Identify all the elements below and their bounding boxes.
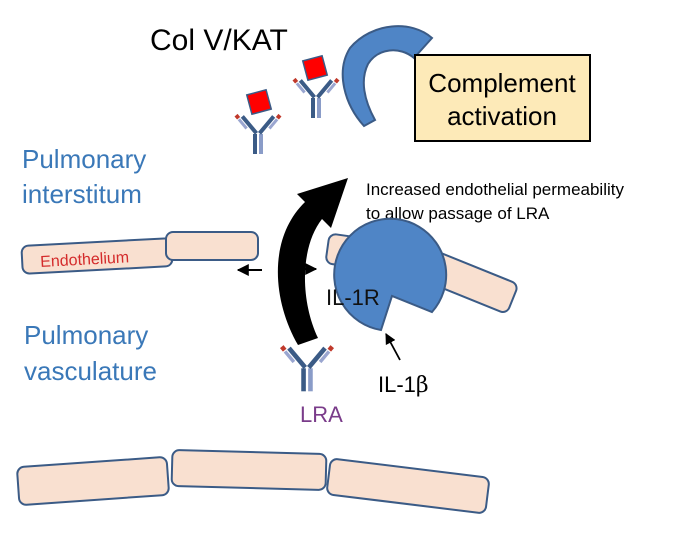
complement-c-shape-icon [341, 25, 434, 128]
complement-activation-box [414, 54, 591, 142]
il1r-receptor-icon [333, 217, 448, 332]
complement-label-line1: Complement [428, 68, 576, 98]
endothelial-cell [16, 456, 170, 506]
il1b-label: IL-1β [378, 372, 429, 398]
antigen-square-icon [301, 54, 329, 82]
antibody-icon [292, 75, 340, 118]
lra-label: LRA [300, 402, 343, 427]
endothelium-label: Endothelium [40, 249, 130, 271]
title-col-v-kat: Col V/KAT [150, 24, 288, 57]
endothelial-cell [170, 449, 328, 491]
il1b-arrow [385, 333, 401, 361]
permeability-label-line1: Increased endothelial permeability [366, 180, 624, 199]
vasculature-label-line2: vasculature [24, 356, 157, 386]
permeability-label-line2: to allow passage of LRA [366, 204, 550, 223]
vasculature-label-line1: Pulmonary [24, 320, 148, 350]
transmigration-arrow [277, 178, 348, 345]
antigen-square-icon [245, 88, 273, 116]
interstitum-label-line1: Pulmonary [22, 144, 146, 174]
interstitum-label-line2: interstitum [22, 179, 142, 209]
il1r-label: IL-1R [326, 285, 380, 310]
antibody-icon [234, 111, 282, 154]
antibody-icon [279, 342, 335, 392]
endothelial-cell [165, 231, 259, 261]
complement-label-line2: activation [447, 101, 557, 131]
endothelial-cell [326, 458, 490, 514]
